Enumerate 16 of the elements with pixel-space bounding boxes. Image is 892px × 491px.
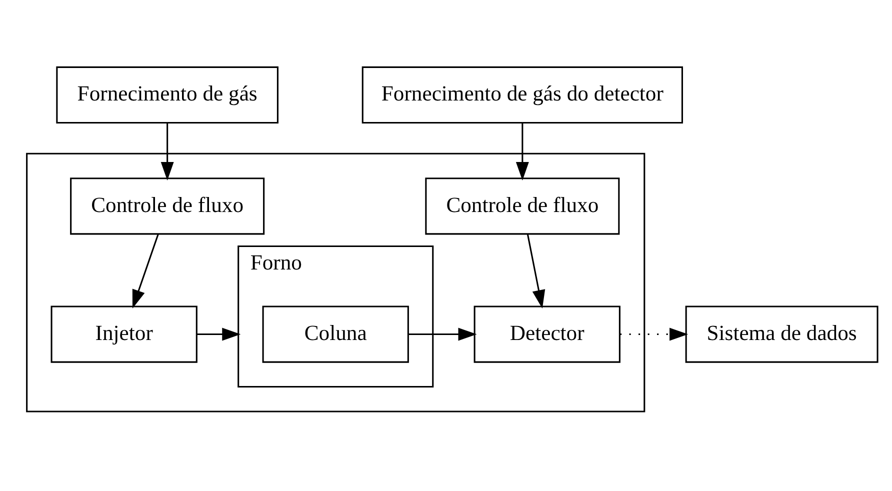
arrow: [132, 234, 159, 308]
node-box: Coluna: [262, 306, 409, 363]
cluster: [26, 152, 646, 412]
arrow: [160, 123, 174, 181]
arrow: [620, 328, 688, 341]
arrow: [196, 328, 241, 341]
node-box: Controle de fluxo: [70, 178, 265, 235]
node-box: Detector: [474, 306, 620, 363]
arrow: [526, 234, 546, 309]
node-box: Controle de fluxo: [425, 178, 620, 235]
arrow: [516, 123, 529, 181]
node-box: Fornecimento de gás do detector: [362, 66, 683, 124]
node-box: Fornecimento de gás: [56, 66, 278, 124]
node-box: Injetor: [50, 306, 198, 363]
node-box: Sistema de dados: [685, 306, 878, 363]
arrow: [408, 328, 477, 341]
